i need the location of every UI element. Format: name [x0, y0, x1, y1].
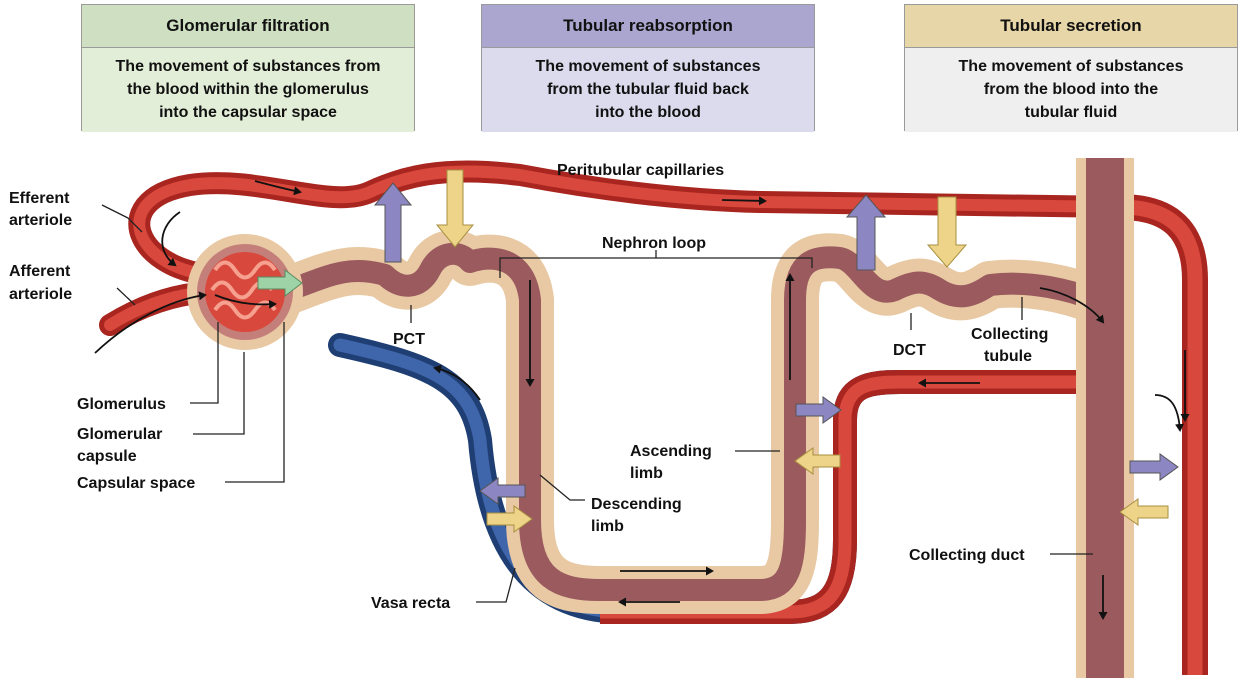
tubular-secretion-line-3: tubular fluid [1024, 104, 1118, 121]
tubular-secretion-line-2: from the blood into the [983, 81, 1159, 98]
label-dct: DCT [893, 342, 926, 359]
reabsorption-arrow-descending [479, 477, 526, 505]
glomerulus [205, 252, 285, 332]
flow-arrows [94, 180, 1190, 620]
nephron-tubule [266, 158, 1134, 678]
secretion-arrow-duct [1119, 498, 1169, 526]
label-descending-limb-2: limb [591, 518, 624, 535]
reabsorption-arrow-dct [845, 194, 887, 271]
tubular-reabsorption-description: The movement of substances from the tubu… [482, 48, 814, 132]
label-collecting-duct: Collecting duct [909, 547, 1025, 564]
label-afferent-arteriole-2: arteriole [9, 286, 72, 303]
glomerular-filtration-title: Glomerular filtration [82, 5, 414, 48]
label-descending-limb-1: Descending [591, 496, 682, 513]
label-peritubular-capillaries: Peritubular capillaries [557, 162, 724, 179]
secretion-arrow-descending [486, 505, 533, 533]
label-glomerulus: Glomerulus [77, 396, 166, 413]
label-ascending-limb-1: Ascending [630, 443, 712, 460]
reabsorption-arrow-pct [373, 182, 413, 263]
glomerular-filtration-panel: Glomerular filtration The movement of su… [81, 4, 415, 132]
label-efferent-arteriole-1: Efferent [9, 190, 70, 207]
glomerular-filtration-line-1: The movement of substances from [115, 58, 381, 75]
label-collecting-tubule-2: tubule [984, 348, 1032, 365]
glomerular-filtration-line-2: the blood within the glomerulus [127, 81, 369, 98]
secretion-arrow-dct [926, 196, 968, 268]
label-pct: PCT [393, 331, 425, 348]
filtration-arrow [257, 268, 303, 298]
tubular-secretion-title: Tubular secretion [905, 5, 1237, 48]
label-glomerular-capsule-2: capsule [77, 448, 137, 465]
tubular-secretion-panel: Tubular secretion The movement of substa… [904, 4, 1238, 132]
efferent-arteriole-and-peritubular-capillary [128, 160, 1208, 675]
glomerular-filtration-line-3: into the capsular space [159, 104, 337, 121]
label-efferent-arteriole-2: arteriole [9, 212, 72, 229]
label-collecting-tubule-1: Collecting [971, 326, 1048, 343]
label-ascending-limb-2: limb [630, 465, 663, 482]
tubular-reabsorption-line-1: The movement of substances [535, 58, 761, 75]
label-afferent-arteriole-1: Afferent [9, 263, 71, 280]
reabsorption-arrow-duct [1129, 453, 1179, 481]
tubular-secretion-description: The movement of substances from the bloo… [905, 48, 1237, 132]
label-glomerular-capsule-1: Glomerular [77, 426, 162, 443]
tubular-reabsorption-line-2: from the tubular fluid back [547, 81, 749, 98]
tubular-reabsorption-panel: Tubular reabsorption The movement of sub… [481, 4, 815, 132]
glomerular-filtration-description: The movement of substances from the bloo… [82, 48, 414, 132]
tubular-reabsorption-line-3: into the blood [595, 104, 701, 121]
label-nephron-loop: Nephron loop [602, 235, 706, 252]
reabsorption-arrow-ascending [795, 396, 842, 424]
label-vasa-recta: Vasa recta [371, 595, 450, 612]
secretion-arrow-ascending [794, 447, 841, 475]
secretion-arrow-pct [435, 169, 475, 248]
tubular-reabsorption-title: Tubular reabsorption [482, 5, 814, 48]
label-capsular-space: Capsular space [77, 475, 195, 492]
leader-lines [101, 204, 1093, 603]
tubular-secretion-line-1: The movement of substances [958, 58, 1184, 75]
